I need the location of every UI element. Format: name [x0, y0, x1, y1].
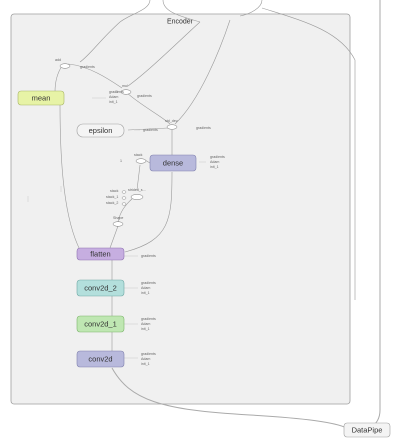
op-stack[interactable]: stack [134, 153, 147, 164]
conv2d-1-ports: gradients Adam init_1 [141, 317, 156, 331]
op-add[interactable]: add [55, 58, 71, 69]
conv2d-port-gradients: gradients [141, 352, 156, 356]
op-mul-label: mul [122, 84, 128, 88]
edge-add-mul [67, 63, 123, 89]
mean-port-init1: init_1 [109, 100, 118, 104]
conv2d-2-port-init1: init_1 [141, 291, 150, 295]
node-dense-label: dense [163, 159, 183, 168]
stack-axis-label: 1 [120, 159, 122, 163]
op-strided-slice-label: strided_s... [128, 188, 146, 192]
port-lines [27, 97, 206, 359]
op-std-dev[interactable]: std_dev [165, 119, 178, 130]
edge-right-vertical [369, 0, 381, 429]
edge-top-stddev [174, 19, 231, 125]
conv2d-1-port-gradients: gradients [141, 317, 156, 321]
conv2d-2-port-adam: Adam [141, 286, 150, 290]
edge-incoming-far [239, 0, 263, 17]
op-shape-label: Shape [113, 216, 123, 220]
op-stack-label: stack [134, 153, 143, 157]
node-conv2d-label: conv2d [88, 355, 112, 364]
op-shape[interactable]: Shape [112, 216, 123, 227]
mul-port-gradients: gradients [137, 94, 152, 98]
epsilon-port-gradients: gradients [143, 128, 158, 132]
op-std-dev-label: std_dev [165, 119, 178, 123]
node-dense[interactable]: dense [149, 154, 197, 172]
node-conv2d-2-label: conv2d_2 [84, 284, 117, 293]
node-conv2d-2[interactable]: conv2d_2 [76, 279, 125, 297]
op-mul[interactable]: mul [120, 84, 132, 95]
mean-port-adam: Adam [109, 95, 118, 99]
node-flatten[interactable]: flatten [76, 247, 125, 261]
mean-ports: gradients Adam init_1 [109, 90, 124, 104]
flatten-ports: gradients [141, 254, 156, 258]
edge-incoming-left [79, 0, 151, 63]
conv2d-2-port-gradients: gradients [141, 281, 156, 285]
conv2d-1-port-init1: init_1 [141, 327, 150, 331]
epsilon-ports: gradients [143, 128, 158, 132]
edge-to-datapipe [111, 367, 351, 431]
node-flatten-label: flatten [90, 250, 110, 259]
node-conv2d[interactable]: conv2d [76, 350, 125, 368]
mul-axis-label: 1 [116, 90, 118, 94]
edge-top-mul [127, 21, 201, 87]
add-port-gradients: gradients [80, 65, 95, 69]
mean-port-gradients: gradients [109, 90, 124, 94]
edge-mean-flatten [59, 103, 81, 251]
conv2d-port-adam: Adam [141, 357, 150, 361]
edge-strided-shape [117, 197, 134, 223]
node-conv2d-1-label: conv2d_1 [84, 320, 117, 329]
node-epsilon-label: epsilon [89, 126, 113, 135]
conv2d-ports: gradients Adam init_1 [141, 352, 156, 366]
encoder-group[interactable] [10, 13, 351, 405]
strided-input-stack: stack [110, 189, 119, 193]
strided-input-stack-2: stack_2 [106, 201, 118, 205]
node-mean[interactable]: mean [17, 90, 65, 106]
stddev-port-gradients: gradients [196, 126, 211, 130]
edge-stack-strided [136, 164, 141, 191]
conv2d-1-port-adam: Adam [141, 322, 150, 326]
op-strided-slice[interactable]: strided_s... [128, 188, 146, 200]
node-epsilon[interactable]: epsilon [76, 123, 125, 138]
edge-epsilon-stddev [127, 127, 169, 131]
edge-shape-flatten [109, 225, 119, 249]
strided-inputs: stack stack_1 stack_2 [106, 189, 127, 206]
edge-top-curve [261, 7, 356, 300]
edge-incoming-right [162, 0, 201, 23]
strided-input-stack-1: stack_1 [106, 195, 118, 199]
dense-port-adam: Adam [210, 160, 219, 164]
dense-port-init1: init_1 [210, 165, 219, 169]
node-datapipe[interactable]: DataPipe [343, 422, 391, 438]
conv2d-port-init1: init_1 [141, 362, 150, 366]
encoder-group-title: Encoder [167, 19, 194, 26]
op-add-label: add [55, 58, 61, 62]
node-datapipe-label: DataPipe [352, 426, 383, 435]
conv2d-2-ports: gradients Adam init_1 [141, 281, 156, 295]
node-conv2d-1[interactable]: conv2d_1 [76, 315, 125, 333]
dense-port-gradients: gradients [210, 155, 225, 159]
node-mean-label: mean [32, 94, 51, 103]
edge-dense-flatten [124, 171, 173, 253]
flatten-port-gradients: gradients [141, 254, 156, 258]
edge-mul-stddev [125, 91, 171, 125]
dense-ports: gradients Adam init_1 [210, 155, 225, 169]
